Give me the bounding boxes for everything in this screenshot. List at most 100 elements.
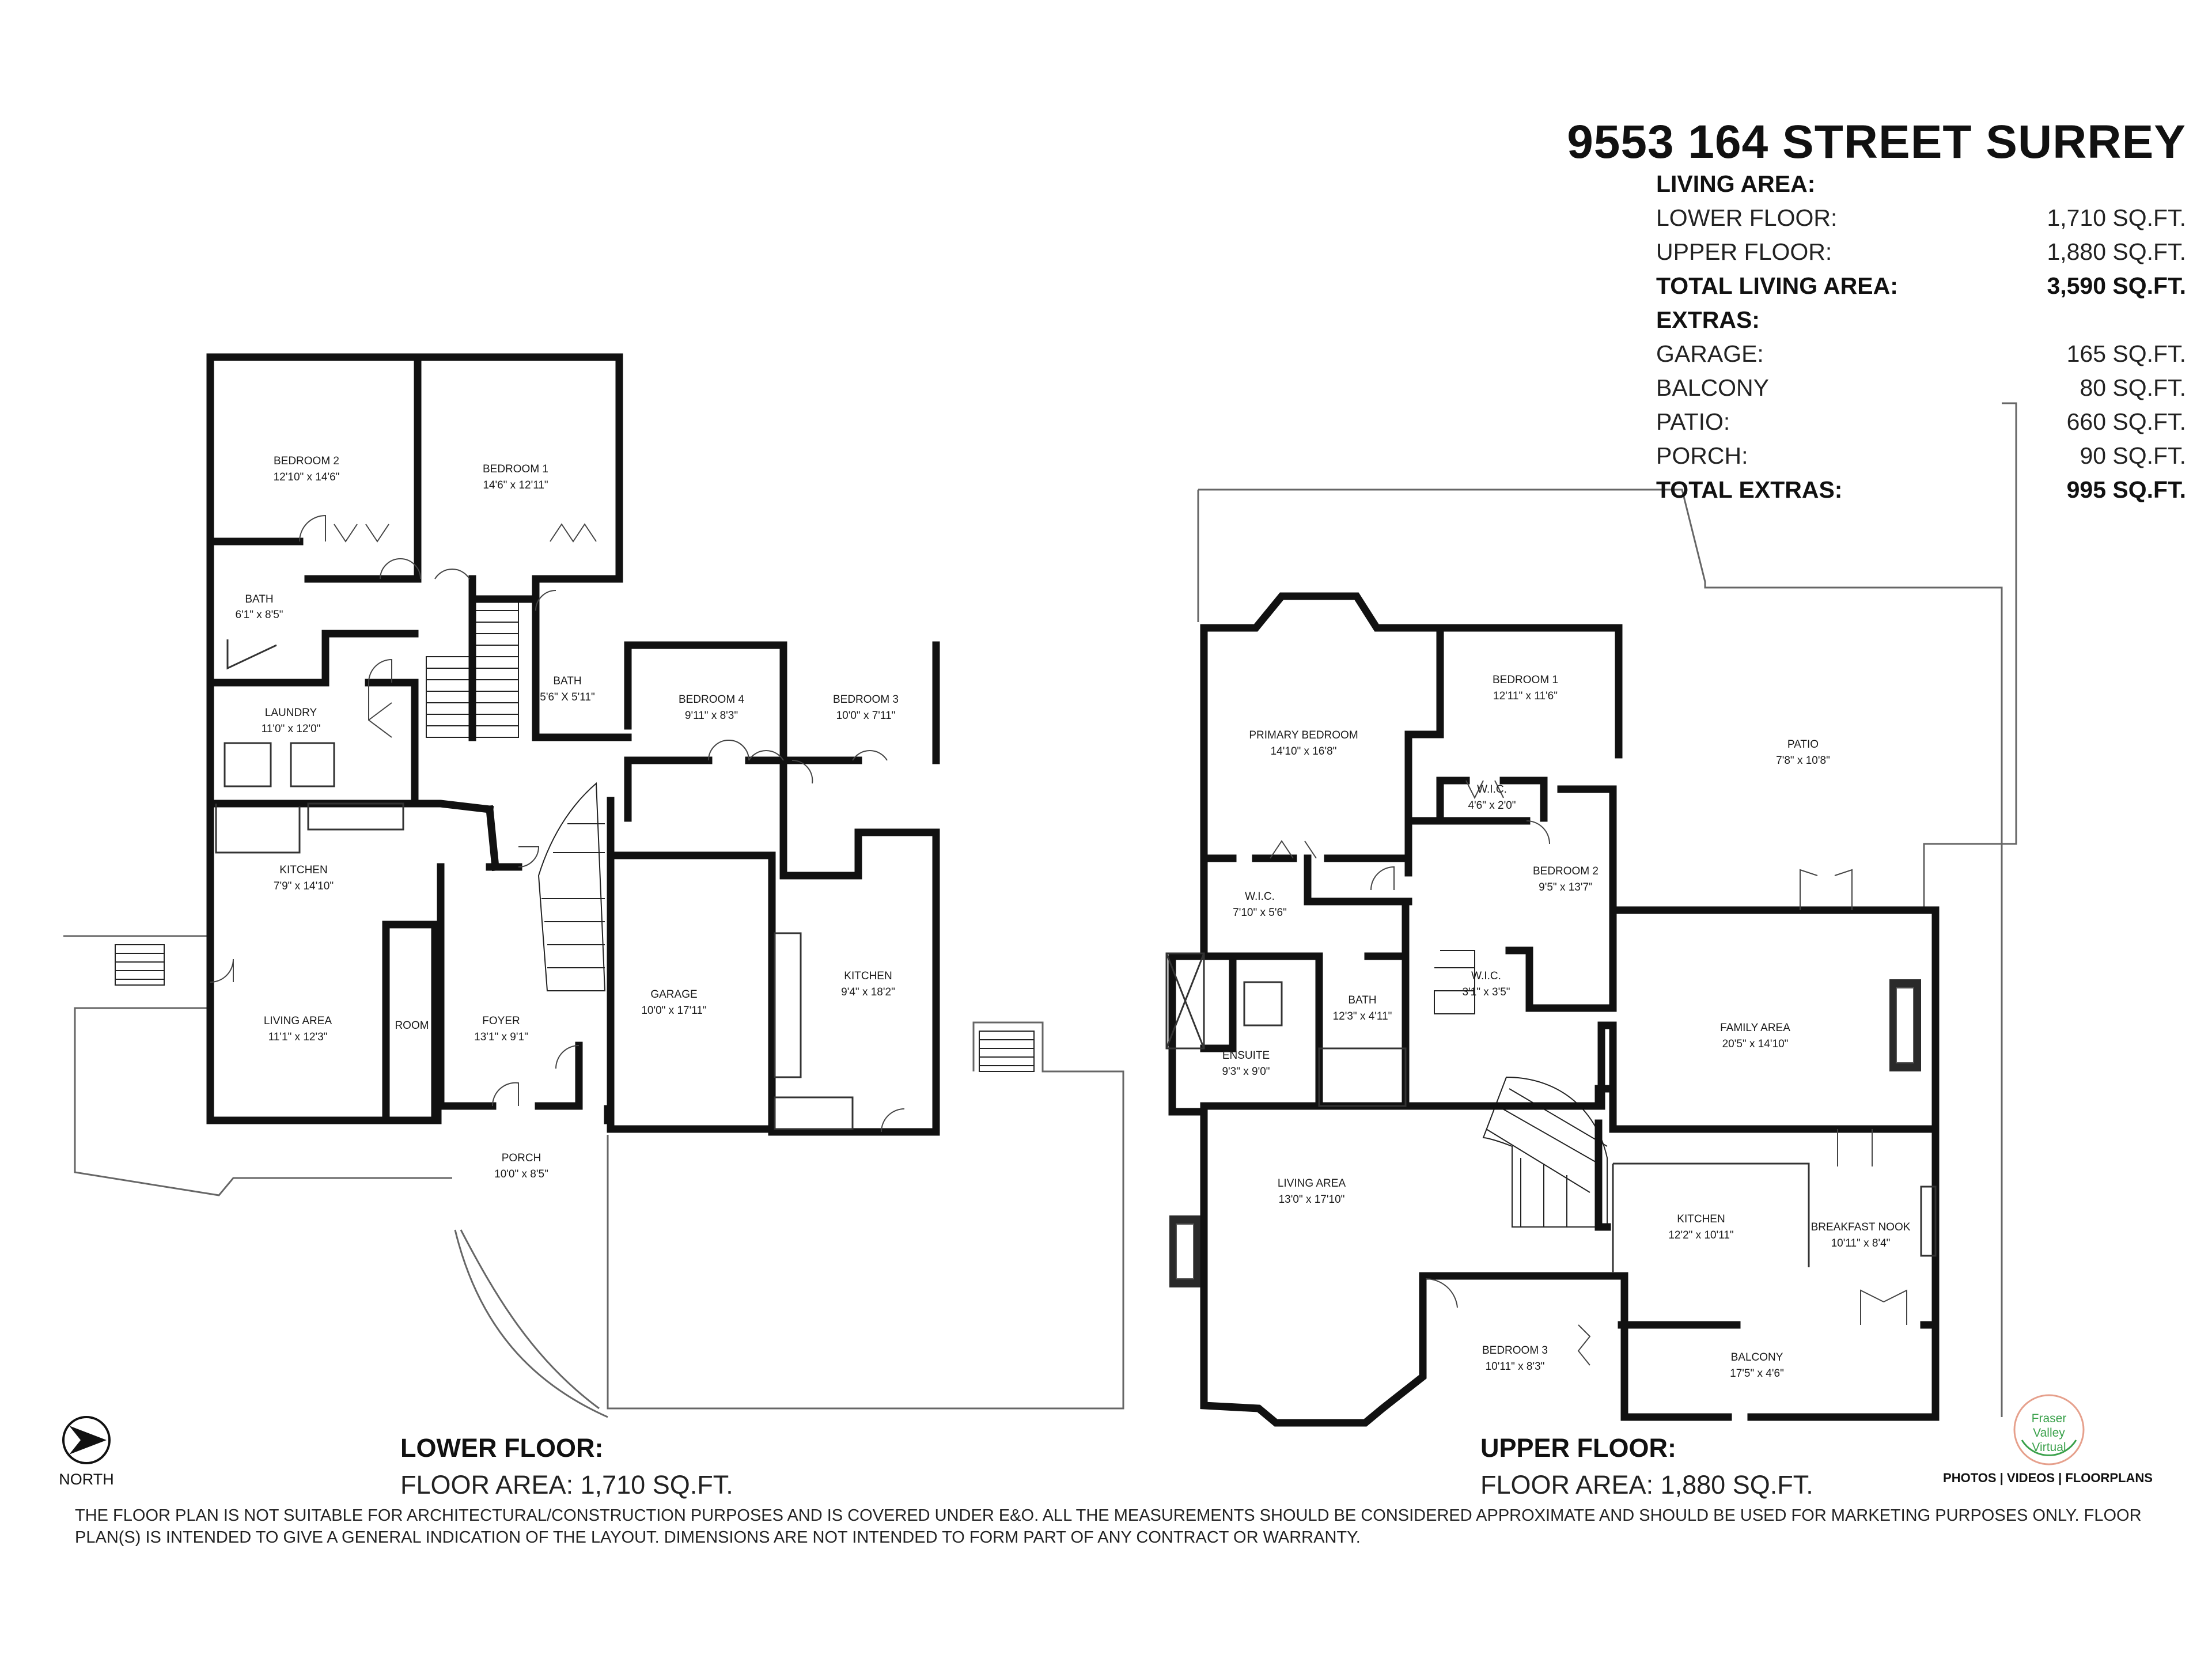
room-name: BEDROOM 1 <box>1493 674 1558 686</box>
room-dims: 9'4" x 18'2" <box>841 986 895 998</box>
room-name: BATH <box>553 675 581 687</box>
room-dims: 9'3" x 9'0" <box>1222 1066 1270 1078</box>
room-dims: 10'11" x 8'3" <box>1486 1361 1545 1373</box>
room-name: KITCHEN <box>279 864 327 876</box>
row-label: TOTAL LIVING AREA: <box>1656 272 1898 299</box>
room-name: BATH <box>245 593 273 605</box>
porch-row: PORCH: 90 SQ.FT. <box>1656 439 2186 473</box>
area-summary-table: LIVING AREA: LOWER FLOOR: 1,710 SQ.FT. U… <box>1656 167 2186 507</box>
room-dims: 9'5" x 13'7" <box>1539 881 1593 893</box>
row-value: 1,710 SQ.FT. <box>2047 204 2186 231</box>
room-dims: 7'8" x 10'8" <box>1776 755 1830 767</box>
room-dims: 10'0" x 7'11" <box>836 710 896 722</box>
room-labels-lower: BEDROOM 2 12'10" x 14'6" BEDROOM 1 14'6"… <box>235 455 899 1180</box>
row-label: GARAGE: <box>1656 340 1764 367</box>
room-dims: 13'1" x 9'1" <box>474 1031 528 1043</box>
row-label: PATIO: <box>1656 408 1730 435</box>
row-value: 90 SQ.FT. <box>2080 442 2186 469</box>
row-label: UPPER FLOOR: <box>1656 238 1832 265</box>
total-living-row: TOTAL LIVING AREA: 3,590 SQ.FT. <box>1656 269 2186 303</box>
room-name: LIVING AREA <box>1278 1177 1346 1190</box>
doors-windows <box>210 514 1907 1366</box>
room-name: BATH <box>1348 994 1376 1006</box>
logo-tagline: PHOTOS | VIDEOS | FLOORPLANS <box>1943 1471 2153 1485</box>
room-name: W.I.C. <box>1471 970 1501 982</box>
room-name: BREAKFAST NOOK <box>1811 1221 1911 1233</box>
outdoor-outlines <box>63 402 2017 1418</box>
disclaimer-text: THE FLOOR PLAN IS NOT SUITABLE FOR ARCHI… <box>75 1506 2142 1547</box>
room-name: FAMILY AREA <box>1720 1022 1790 1034</box>
room-dims: 11'1" x 12'3" <box>268 1031 328 1043</box>
room-name: BEDROOM 2 <box>274 455 339 467</box>
room-name: LIVING AREA <box>264 1015 332 1027</box>
fireplace-hatch <box>1176 987 1914 1279</box>
room-dims: 14'10" x 16'8" <box>1271 745 1337 757</box>
room-dims: 13'0" x 17'10" <box>1279 1194 1345 1206</box>
row-label: TOTAL EXTRAS: <box>1656 476 1843 503</box>
room-name: BEDROOM 3 <box>833 694 899 706</box>
logo-line1: Fraser Valley <box>2031 1412 2067 1440</box>
logo-text: Fraser Valley Virtual <box>2014 1411 2084 1455</box>
upper-floor-area: FLOOR AREA: 1,880 SQ.FT. <box>1480 1470 1813 1499</box>
room-dims: 10'0" x 17'11" <box>641 1005 706 1017</box>
room-name: LAUNDRY <box>265 707 317 719</box>
room-dims: 6'1" x 8'5" <box>235 609 283 621</box>
row-label: BALCONY <box>1656 374 1769 401</box>
row-value: 995 SQ.FT. <box>2066 476 2186 503</box>
property-address-title: 9553 164 STREET SURREY <box>1567 116 2186 168</box>
room-dims: 7'9" x 14'10" <box>274 880 334 892</box>
room-labels-upper: PRIMARY BEDROOM 14'10" x 16'8" BEDROOM 1… <box>1222 674 1910 1380</box>
logo-line2: Virtual <box>2032 1441 2066 1454</box>
row-value: 660 SQ.FT. <box>2066 408 2186 435</box>
room-name: GARAGE <box>650 988 697 1001</box>
room-name: PRIMARY BEDROOM <box>1249 729 1358 741</box>
walls-lower-floor <box>206 353 940 1136</box>
living-area-heading: LIVING AREA: <box>1656 171 1816 197</box>
room-name: FOYER <box>482 1015 520 1027</box>
room-dims: 4'6" x 2'0" <box>1468 800 1516 812</box>
walls-upper-floor <box>1168 592 1940 1427</box>
room-name: BEDROOM 1 <box>483 463 548 475</box>
balcony-row: BALCONY 80 SQ.FT. <box>1656 371 2186 405</box>
logo-badge <box>2013 1394 2085 1465</box>
row-label: PORCH: <box>1656 442 1748 469</box>
north-label: NORTH <box>59 1471 114 1488</box>
room-dims: 17'5" x 4'6" <box>1730 1368 1784 1380</box>
room-name: PORCH <box>502 1152 541 1164</box>
upper-floor-heading: UPPER FLOOR: <box>1480 1433 1677 1463</box>
room-name: BALCONY <box>1731 1351 1783 1363</box>
room-dims: 12'10" x 14'6" <box>274 471 340 483</box>
lower-floor-area: FLOOR AREA: 1,710 SQ.FT. <box>400 1470 733 1499</box>
row-value: 3,590 SQ.FT. <box>2047 272 2186 299</box>
room-dims: 10'0" x 8'5" <box>494 1168 548 1180</box>
room-dims: 9'11" x 8'3" <box>685 710 738 722</box>
upper-floor-caption: UPPER FLOOR: FLOOR AREA: 1,880 SQ.FT. <box>1480 1433 1813 1500</box>
extras-heading: EXTRAS: <box>1656 306 1760 333</box>
row-value: 165 SQ.FT. <box>2066 340 2186 367</box>
room-dims: 7'10" x 5'6" <box>1233 907 1287 919</box>
total-extras-row: TOTAL EXTRAS: 995 SQ.FT. <box>1656 473 2186 507</box>
lower-floor-caption: LOWER FLOOR: FLOOR AREA: 1,710 SQ.FT. <box>400 1433 733 1500</box>
room-dims: 12'2" x 10'11" <box>1668 1229 1733 1241</box>
room-name: PATIO <box>1787 738 1819 751</box>
row-value: 1,880 SQ.FT. <box>2047 238 2186 265</box>
room-name: BEDROOM 4 <box>679 694 744 706</box>
garage-row: GARAGE: 165 SQ.FT. <box>1656 337 2186 371</box>
lower-floor-heading: LOWER FLOOR: <box>400 1433 604 1463</box>
room-dims: 5'6" X 5'11" <box>540 691 594 703</box>
room-name: KITCHEN <box>1677 1213 1725 1225</box>
room-dims: 14'6" x 12'11" <box>483 479 548 491</box>
patio-row: PATIO: 660 SQ.FT. <box>1656 405 2186 439</box>
room-name: BEDROOM 3 <box>1482 1344 1548 1357</box>
row-label: LOWER FLOOR: <box>1656 204 1838 231</box>
lower-floor-row: LOWER FLOOR: 1,710 SQ.FT. <box>1656 201 2186 235</box>
room-name: KITCHEN <box>844 970 892 982</box>
fixtures <box>215 639 1937 1273</box>
room-name: ENSUITE <box>1222 1050 1270 1062</box>
room-name: BEDROOM 2 <box>1533 865 1599 877</box>
room-name: W.I.C. <box>1245 891 1275 903</box>
room-dims: 11'0" x 12'0" <box>262 723 321 735</box>
room-dims: 12'11" x 11'6" <box>1493 690 1558 702</box>
row-value: 80 SQ.FT. <box>2080 374 2186 401</box>
